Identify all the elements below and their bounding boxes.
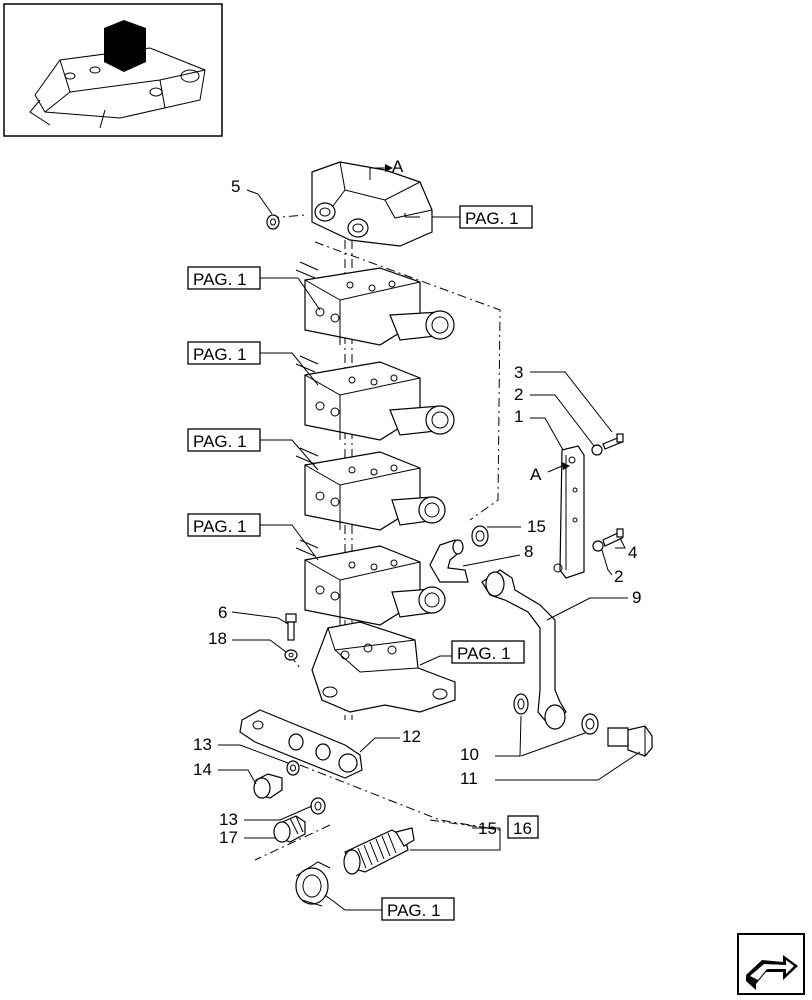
svg-text:PAG. 1: PAG. 1 (193, 432, 247, 451)
callout-3: 3 (514, 363, 523, 382)
callout-1: 1 (514, 407, 523, 426)
view-letter-top: A (392, 157, 404, 176)
view-arrow-bracket (547, 465, 563, 473)
callout-8: 8 (524, 542, 533, 561)
callout-13b: 13 (219, 810, 238, 829)
elbow-fitting-item-8[interactable] (429, 539, 469, 583)
ref-box-section-4[interactable]: PAG. 1 (187, 513, 261, 537)
svg-text:16: 16 (513, 819, 532, 838)
callout-2a: 2 (514, 385, 523, 404)
callout-10: 10 (460, 745, 479, 764)
highlighted-valve-block-icon (104, 20, 146, 72)
svg-text:PAG. 1: PAG. 1 (457, 644, 511, 663)
callout-6: 6 (218, 603, 227, 622)
plug-item-14[interactable] (253, 773, 283, 799)
valve-section-1[interactable] (295, 261, 455, 346)
seal-item-13-upper[interactable] (286, 760, 300, 776)
washer-item-2-upper[interactable] (591, 444, 603, 456)
ref-box-dust-cap[interactable]: PAG. 1 (381, 897, 455, 921)
washer-item-2-lower[interactable] (592, 540, 604, 552)
seal-ring-item-5[interactable] (266, 214, 280, 230)
callout-9: 9 (632, 588, 641, 607)
callout-5: 5 (231, 177, 240, 196)
ref-box-base[interactable]: PAG. 1 (451, 640, 525, 664)
ref-box-16[interactable]: 16 (507, 815, 539, 839)
ref-box-section-1[interactable]: PAG. 1 (187, 266, 261, 290)
valve-section-2[interactable] (295, 355, 455, 441)
callout-17: 17 (219, 828, 238, 847)
view-letter-bracket: A (530, 465, 542, 484)
svg-text:PAG. 1: PAG. 1 (193, 270, 247, 289)
valve-head-block[interactable] (311, 161, 433, 247)
seal-ring-item-15[interactable] (471, 525, 489, 547)
screw-item-6[interactable] (285, 613, 297, 641)
valve-section-4[interactable] (295, 539, 446, 626)
callout-2b: 2 (614, 567, 623, 586)
svg-text:PAG. 1: PAG. 1 (387, 901, 441, 920)
bolt-item-4[interactable] (602, 528, 624, 547)
seal-ring-item-10-right[interactable] (581, 713, 599, 735)
washer-item-18[interactable] (284, 649, 298, 661)
seal-ring-item-10[interactable] (513, 693, 529, 715)
ref-box-head[interactable]: PAG. 1 (459, 205, 533, 229)
item-callouts: 5 3 2 1 15 8 4 2 9 6 18 12 13 14 10 11 1… (193, 177, 641, 847)
ref-box-section-2[interactable]: PAG. 1 (187, 341, 261, 365)
valve-base-block[interactable] (311, 621, 456, 713)
callout-15a: 15 (527, 517, 546, 536)
manifold-plate-item-12[interactable] (239, 709, 363, 779)
banjo-bolt-item-11[interactable] (607, 725, 653, 757)
bolt-item-3[interactable] (602, 433, 624, 450)
svg-text:PAG. 1: PAG. 1 (465, 209, 519, 228)
seal-item-13-lower[interactable] (310, 797, 326, 815)
svg-text:PAG. 1: PAG. 1 (193, 517, 247, 536)
callout-12: 12 (402, 727, 421, 746)
view-arrow-top (369, 167, 385, 180)
callout-11: 11 (460, 769, 478, 788)
callout-15b: 15 (478, 819, 497, 838)
bracket-item-1[interactable] (553, 445, 585, 579)
adapter-item-17[interactable] (273, 815, 306, 843)
valve-section-3[interactable] (295, 447, 446, 531)
leader-lines (218, 189, 641, 911)
next-page-button[interactable] (737, 933, 805, 995)
callout-13a: 13 (193, 735, 212, 754)
dust-cap[interactable] (295, 861, 331, 907)
ref-box-section-3[interactable]: PAG. 1 (187, 428, 261, 452)
callout-4: 4 (628, 543, 637, 562)
callout-14: 14 (193, 760, 212, 779)
next-page-arrow-icon (746, 955, 798, 990)
callout-18: 18 (208, 629, 227, 648)
overview-thumbnail[interactable] (3, 3, 223, 137)
svg-text:PAG. 1: PAG. 1 (193, 345, 247, 364)
quick-coupler-item-15[interactable] (343, 827, 415, 875)
pipe-item-9[interactable] (481, 569, 567, 730)
